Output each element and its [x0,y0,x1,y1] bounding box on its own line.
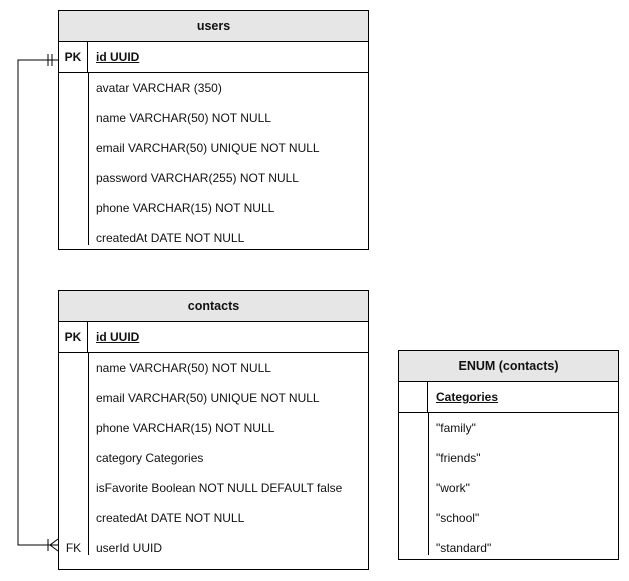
enum-value: "standard" [436,541,492,555]
users-table-title: users [59,11,368,42]
users-field: phone VARCHAR(15) NOT NULL [96,201,275,215]
enum-pk-row[interactable]: Categories [399,382,618,413]
enum-value: "friends" [436,451,481,465]
enum-pk-key [399,382,428,412]
enum-value-row[interactable]: "school" [399,503,618,533]
contacts-pk-row[interactable]: PK id UUID [59,322,368,353]
contacts-field: category Categories [96,451,204,465]
enum-table-title: ENUM (contacts) [399,351,618,382]
users-field-row[interactable]: phone VARCHAR(15) NOT NULL [59,193,368,223]
users-field: createdAt DATE NOT NULL [96,231,245,245]
crows-foot-marker [49,538,59,546]
contacts-field: isFavorite Boolean NOT NULL DEFAULT fals… [96,481,343,495]
users-field: email VARCHAR(50) UNIQUE NOT NULL [96,141,320,155]
enum-value: "family" [436,421,476,435]
contacts-fk-key: FK [65,541,82,555]
enum-table[interactable]: ENUM (contacts) Categories "family" "fri… [398,350,619,560]
users-field-row[interactable]: avatar VARCHAR (350) [59,73,368,103]
users-table[interactable]: users PK id UUID avatar VARCHAR (350) na… [58,10,369,250]
contacts-fk-row[interactable]: FK userId UUID [59,533,368,563]
crows-foot-marker [49,544,59,552]
users-field-row[interactable]: email VARCHAR(50) UNIQUE NOT NULL [59,133,368,163]
contacts-field-row[interactable]: createdAt DATE NOT NULL [59,503,368,533]
enum-value-row[interactable]: "standard" [399,533,618,563]
users-field-row[interactable]: name VARCHAR(50) NOT NULL [59,103,368,133]
users-field: password VARCHAR(255) NOT NULL [96,171,299,185]
enum-value-row[interactable]: "friends" [399,443,618,473]
contacts-field: email VARCHAR(50) UNIQUE NOT NULL [96,391,320,405]
contacts-field-row[interactable]: name VARCHAR(50) NOT NULL [59,353,368,383]
users-field-row[interactable]: createdAt DATE NOT NULL [59,223,368,253]
contacts-field-row[interactable]: email VARCHAR(50) UNIQUE NOT NULL [59,383,368,413]
contacts-field: name VARCHAR(50) NOT NULL [96,361,271,375]
contacts-field-row[interactable]: phone VARCHAR(15) NOT NULL [59,413,368,443]
contacts-table[interactable]: contacts PK id UUID name VARCHAR(50) NOT… [58,290,369,570]
contacts-fields: name VARCHAR(50) NOT NULL email VARCHAR(… [59,353,368,563]
users-fields: avatar VARCHAR (350) name VARCHAR(50) NO… [59,73,368,253]
contacts-field-row[interactable]: category Categories [59,443,368,473]
enum-pk-field: Categories [436,390,499,404]
users-field: avatar VARCHAR (350) [96,81,222,95]
contacts-field: phone VARCHAR(15) NOT NULL [96,421,275,435]
enum-values: "family" "friends" "work" "school" "stan… [399,413,618,563]
contacts-pk-field: id UUID [96,330,140,344]
enum-value-row[interactable]: "work" [399,473,618,503]
enum-value: "school" [436,511,480,525]
contacts-fk-field: userId UUID [96,541,163,555]
users-pk-field: id UUID [96,50,140,64]
users-pk-row[interactable]: PK id UUID [59,42,368,73]
contacts-pk-key: PK [59,322,88,352]
users-field-row[interactable]: password VARCHAR(255) NOT NULL [59,163,368,193]
users-field: name VARCHAR(50) NOT NULL [96,111,271,125]
enum-value: "work" [436,481,470,495]
contacts-table-title: contacts [59,291,368,322]
relationship-line[interactable] [17,59,58,546]
enum-value-row[interactable]: "family" [399,413,618,443]
users-pk-key: PK [59,42,88,72]
contacts-field-row[interactable]: isFavorite Boolean NOT NULL DEFAULT fals… [59,473,368,503]
contacts-field: createdAt DATE NOT NULL [96,511,245,525]
